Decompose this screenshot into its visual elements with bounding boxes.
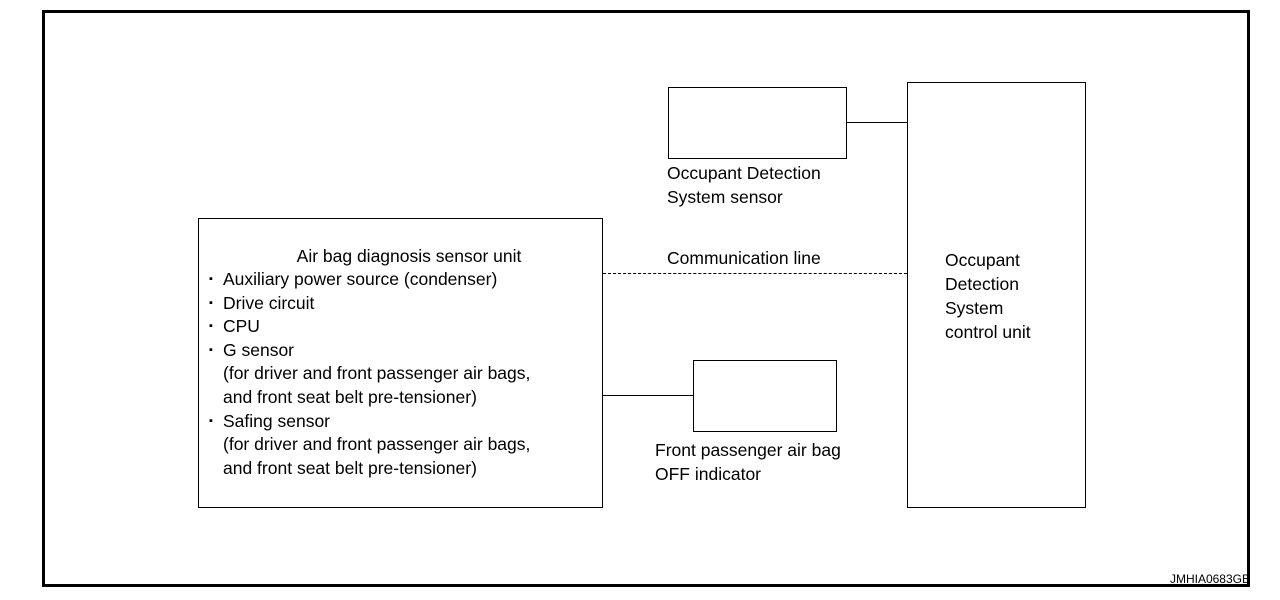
airbag-unit-list: Auxiliary power source (condenser) Drive … xyxy=(209,268,604,480)
ods-control-unit-label-3: System xyxy=(945,298,1004,318)
airbag-unit-item-text: Auxiliary power source (condenser) xyxy=(223,269,498,289)
sensor-to-control-unit-line xyxy=(847,122,907,123)
airbag-unit-item-subtext: and front seat belt pre-tensioner) xyxy=(223,386,477,407)
airbag-unit-item-text: G sensor xyxy=(223,339,294,360)
airbag-unit-item: Auxiliary power source (condenser) xyxy=(209,268,604,292)
airbag-unit-item-text: CPU xyxy=(223,316,260,337)
ods-control-unit-box xyxy=(907,82,1086,508)
communication-line xyxy=(603,273,907,274)
airbag-unit-item-subtext: and front seat belt pre-tensioner) xyxy=(223,457,477,478)
ods-control-unit-label-1: Occupant xyxy=(945,250,1020,270)
ods-control-unit-label-4: control unit xyxy=(945,322,1031,342)
airbag-unit-title: Air bag diagnosis sensor unit xyxy=(296,246,522,266)
communication-line-label: Communication line xyxy=(667,248,821,268)
indicator-label-1: Front passenger air bag xyxy=(655,440,841,460)
diagram-frame xyxy=(42,10,1250,587)
indicator-label-2: OFF indicator xyxy=(655,464,761,484)
airbag-unit-item-subtext: (for driver and front passenger air bags… xyxy=(223,363,531,384)
ods-control-unit-label-2: Detection xyxy=(945,274,1019,294)
airbag-unit-item-text: Drive circuit xyxy=(223,292,315,313)
airbag-unit-item: Safing sensor (for driver and front passe… xyxy=(209,410,604,481)
airbag-unit-item: Drive circuit xyxy=(209,292,604,316)
ods-sensor-box xyxy=(668,87,847,159)
ods-sensor-label-2: System sensor xyxy=(667,187,783,207)
airbag-unit-item: G sensor (for driver and front passenger … xyxy=(209,339,604,410)
airbag-unit-item-text: Safing sensor xyxy=(223,410,331,431)
indicator-box xyxy=(693,360,837,432)
ods-sensor-label-1: Occupant Detection xyxy=(667,163,821,183)
airbag-unit-item: CPU xyxy=(209,315,604,339)
airbag-unit-text: Air bag diagnosis sensor unit Auxiliary … xyxy=(209,244,604,480)
airbag-unit-item-subtext: (for driver and front passenger air bags… xyxy=(223,434,531,455)
airbag-unit-to-indicator-line xyxy=(603,395,693,396)
figure-code: JMHIA0683GB xyxy=(1169,572,1250,586)
